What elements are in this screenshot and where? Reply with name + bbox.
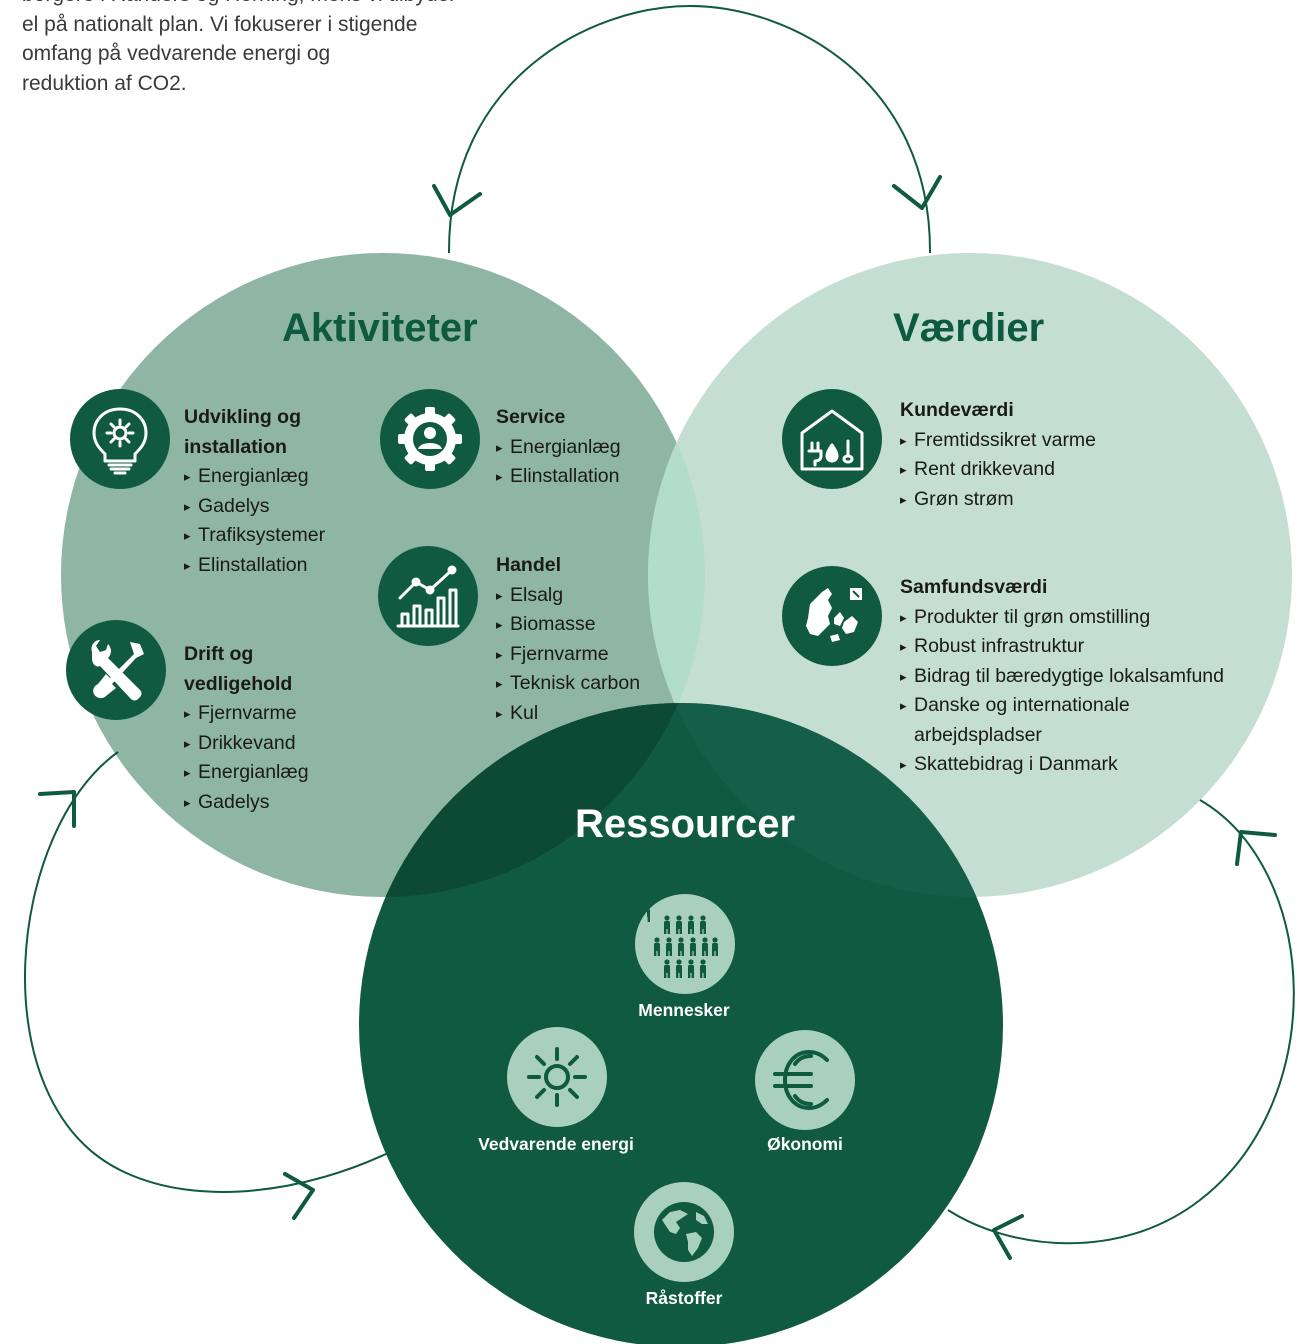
intro-line: reduktion af CO2. [22,71,187,95]
aktiviteter-title: Aktiviteter [282,306,478,350]
list-item: Energianlæg [184,462,325,492]
arrowhead-right-up [1235,830,1277,866]
euro-icon [755,1030,855,1130]
list-item: Robust infrastruktur [900,632,1260,662]
intro-line: omfang på vedvarende energi og [22,42,331,65]
growth-chart-icon [378,546,478,646]
overlap-aktiviteter-ressourcer [359,703,705,897]
list-item: Drikkevand [184,729,309,759]
handel-title: Handel [496,554,562,576]
samfundsvaerdi-title: Samfundsværdi [900,576,1048,598]
kundevaerdi-title: Kundeværdi [900,399,1014,421]
list-item: Grøn strøm [900,485,1096,515]
drift-title-line2: vedligehold [184,672,293,695]
denmark-map-icon [782,566,882,666]
cycle-arc-right [947,799,1295,1245]
udvikling-title-line1: Udvikling og [184,406,301,428]
list-item: Fjernvarme [496,640,640,670]
kundevaerdi-group: Kundeværdi Fremtidssikret varme Rent dri… [900,396,1096,514]
list-item: Bidrag til bæredygtige lokalsamfund [900,662,1260,692]
arrowhead-left-up [38,790,76,828]
sun-icon [507,1027,607,1127]
service-title: Service [496,406,566,428]
list-item: Biomasse [496,610,640,640]
vedvarende-energi-label: Vedvarende energi [478,1134,634,1154]
cycle-arc-left [24,751,389,1193]
list-item: Elinstallation [184,551,325,581]
arrowhead-top-right [892,175,942,210]
list-item: Elsalg [496,581,640,611]
arrowhead-right-down [992,1214,1024,1260]
vaerdier-title: Værdier [893,306,1045,350]
drift-title-line1: Drift og [184,643,254,665]
okonomi-label: Økonomi [767,1134,843,1154]
list-item: Fjernvarme [184,699,309,729]
intro-line: borgere i Randers og Herning, mens vi ti… [22,0,522,10]
list-item: Elinstallation [496,462,621,492]
arrowhead-top-left [432,184,482,217]
udvikling-title-line2: installation [184,435,287,458]
wrench-screwdriver-icon [66,620,166,720]
list-item: Kul [496,699,640,729]
service-group: Service Energianlæg Elinstallation [496,403,621,492]
gear-person-icon [380,389,480,489]
list-item: Gadelys [184,788,309,818]
rastoffer-label: Råstoffer [645,1288,723,1308]
list-item: Danske og internationale arbejdspladser [900,691,1164,750]
samfundsvaerdi-group: Samfundsværdi Produkter til grøn omstill… [900,573,1260,780]
house-utilities-icon [782,389,882,489]
list-item: Rent drikkevand [900,455,1096,485]
list-item: Energianlæg [496,433,621,463]
cycle-arc-top [447,4,932,254]
intro-paragraph: borgere i Randers og Herning, mens vi ti… [22,0,522,98]
drift-group: Drift og vedligehold Fjernvarme Drikkeva… [184,640,309,817]
arrowhead-left-right [283,1172,315,1220]
list-item: Trafiksystemer [184,521,325,551]
udvikling-group: Udvikling og installation Energianlæg Ga… [184,403,325,580]
globe-icon [634,1182,734,1282]
list-item: Fremtidssikret varme [900,426,1096,456]
list-item: Teknisk carbon [496,669,640,699]
list-item: Gadelys [184,492,325,522]
ressourcer-title: Ressourcer [575,802,796,846]
list-item: Energianlæg [184,758,309,788]
intro-line: el på nationalt plan. Vi fokuserer i sti… [22,12,418,36]
list-item: Skattebidrag i Danmark [900,750,1260,780]
lightbulb-gear-icon [70,389,170,489]
overlap-vaerdier-ressourcer [648,703,1003,897]
people-icon [635,894,735,994]
handel-group: Handel Elsalg Biomasse Fjernvarme Teknis… [496,551,640,728]
mennesker-label: Mennesker [638,1000,730,1020]
list-item: Produkter til grøn omstilling [900,603,1260,633]
